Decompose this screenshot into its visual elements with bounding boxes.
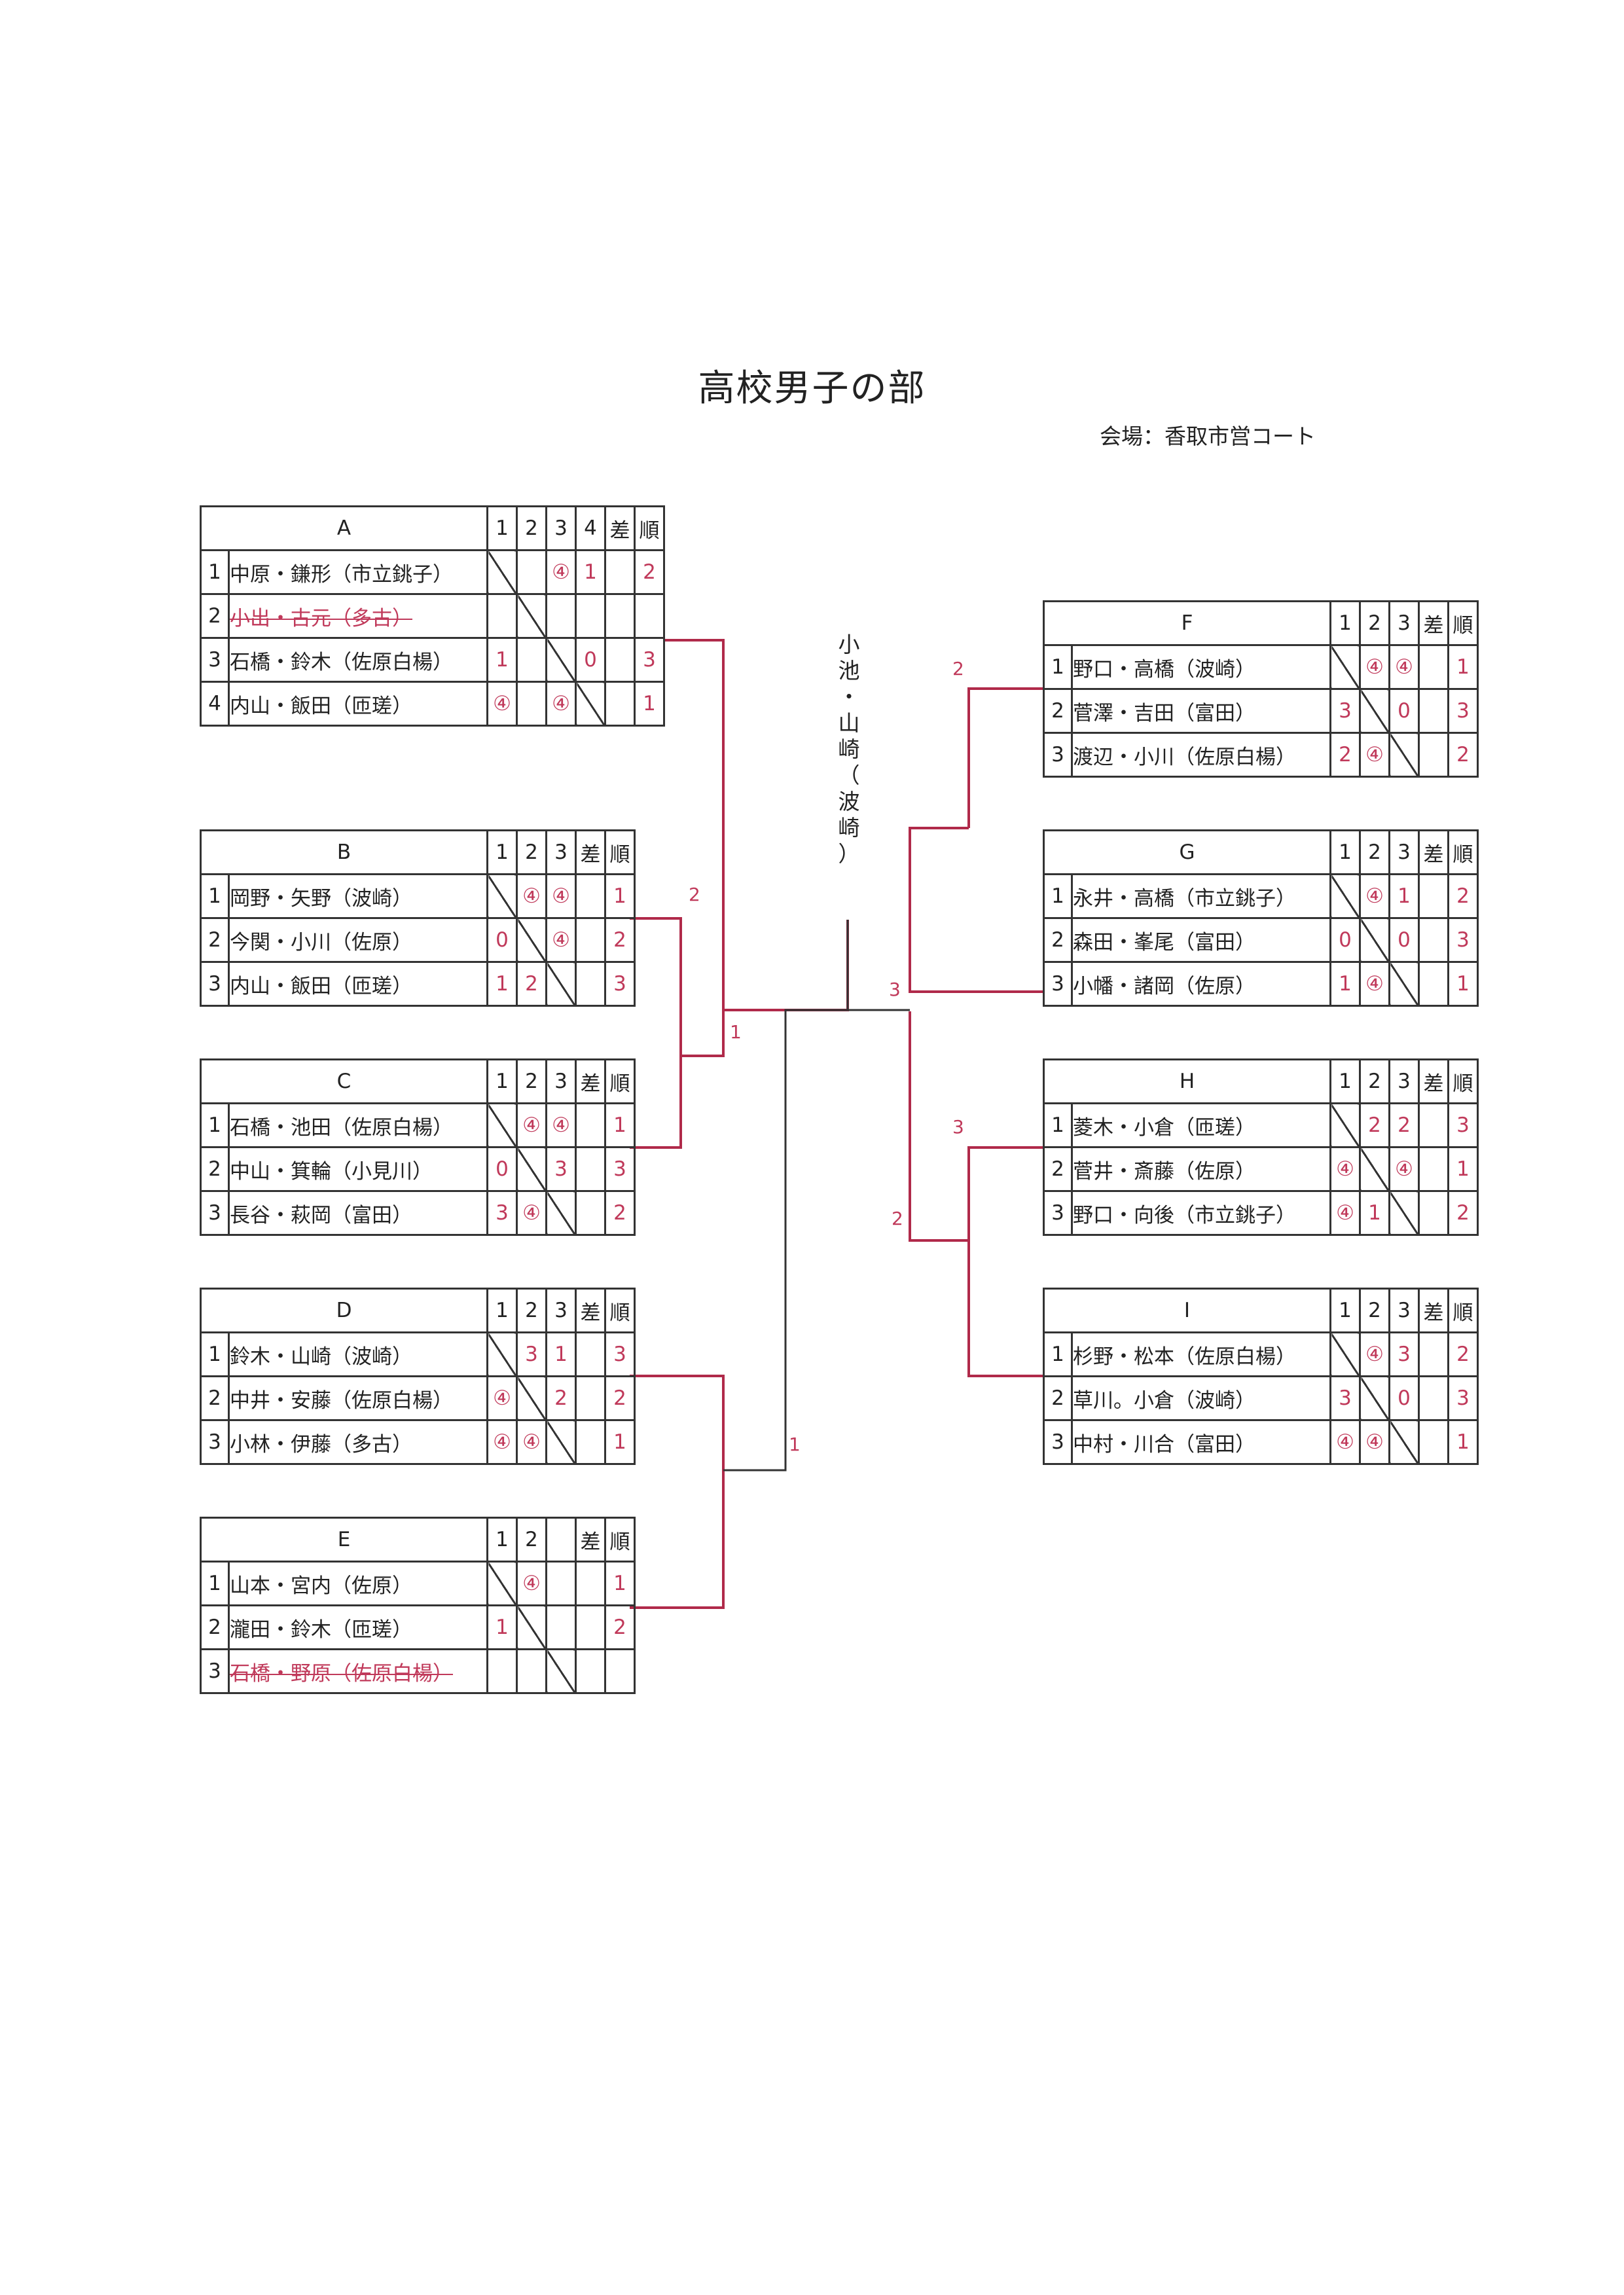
bracket-score-de: 1: [789, 1434, 801, 1455]
table-row: 2 森田・峯尾（富田） 0 0 3: [1043, 917, 1479, 963]
group-table-f: F 1 2 3 差 順 1 野口・高橋（波崎） ④ ④ 1 2 菅澤・吉田（富田…: [1043, 600, 1479, 778]
group-label: I: [1043, 1288, 1331, 1333]
table-row: 3 石橋・野原（佐原白楊）: [200, 1648, 636, 1694]
bracket-score-hi-bottom: 2: [892, 1208, 903, 1229]
table-row: 3 長谷・萩岡（富田） 3 ④ 2: [200, 1190, 636, 1236]
group-label: A: [200, 505, 488, 551]
pair-name: 菅井・斎藤（佐原）: [1071, 1146, 1331, 1192]
bracket-score-final: 3: [889, 979, 901, 1000]
bracket-line-abc: [722, 828, 849, 1011]
pair-name: 今関・小川（佐原）: [228, 917, 488, 963]
pair-name: 菅澤・吉田（富田）: [1071, 688, 1331, 734]
table-row: 2 菅澤・吉田（富田） 3 0 3: [1043, 688, 1479, 734]
pair-name: 渡辺・小川（佐原白楊）: [1071, 732, 1331, 778]
pair-name: 杉野・松本（佐原白楊）: [1071, 1331, 1331, 1377]
venue-label: 会場：香取市営コート: [1100, 424, 1316, 449]
table-row: 2 菅井・斎藤（佐原） ④ ④ 1: [1043, 1146, 1479, 1192]
bracket-line-e: [630, 1470, 725, 1609]
bracket-score-fg: 2: [952, 658, 964, 679]
group-label: F: [1043, 600, 1331, 646]
table-row: 1 杉野・松本（佐原白楊） ④ 3 2: [1043, 1331, 1479, 1377]
group-table-b: B 1 2 3 差 順 1 岡野・矢野（波崎） ④ ④ 1 2 今関・小川（佐原…: [200, 829, 636, 1007]
bracket-line-g: [909, 827, 1044, 993]
champion-label: 小池・ 山崎（ 波崎）: [838, 632, 860, 867]
bracket-line-c: [630, 1056, 682, 1149]
bracket-score-hi-top: 3: [952, 1116, 964, 1138]
pair-name: 石橋・鈴木（佐原白楊）: [228, 637, 488, 683]
table-row: 2 小出・古元（多古）: [200, 593, 665, 639]
bracket-score-abc: 1: [730, 1021, 742, 1043]
pair-name: 野口・高橋（波崎）: [1071, 644, 1331, 690]
pair-name: 中山・箕輪（小見川）: [228, 1146, 488, 1192]
pair-name: 小林・伊藤（多古）: [228, 1419, 488, 1465]
group-label: H: [1043, 1058, 1331, 1104]
table-row: 2 中山・箕輪（小見川） 0 3 3: [200, 1146, 636, 1192]
bracket-line-de: [723, 1009, 910, 1472]
bracket-line-d: [630, 1375, 725, 1470]
table-row: 1 菱木・小倉（匝瑳） 2 2 3: [1043, 1102, 1479, 1148]
table-row: 3 中村・川合（富田） ④ ④ 1: [1043, 1419, 1479, 1465]
group-table-i: I 1 2 3 差 順 1 杉野・松本（佐原白楊） ④ 3 2 2 草川。小倉（…: [1043, 1288, 1479, 1465]
table-row: 2 草川。小倉（波崎） 3 0 3: [1043, 1375, 1479, 1421]
table-row: 3 小林・伊藤（多古） ④ ④ 1: [200, 1419, 636, 1465]
group-table-a: A 1 2 3 4 差 順 1 中原・鎌形（市立銚子） ④ 1 2 2 小出・古…: [200, 505, 665, 727]
pair-name: 中井・安藤（佐原白楊）: [228, 1375, 488, 1421]
bracket-line-h: [967, 1146, 1044, 1240]
table-row: 2 今関・小川（佐原） 0 ④ 2: [200, 917, 636, 963]
pair-name: 菱木・小倉（匝瑳）: [1071, 1102, 1331, 1148]
group-table-c: C 1 2 3 差 順 1 石橋・池田（佐原白楊） ④ ④ 1 2 中山・箕輪（…: [200, 1058, 636, 1236]
pair-name: 草川。小倉（波崎）: [1071, 1375, 1331, 1421]
bracket-score-ab: 2: [689, 884, 700, 905]
group-label: C: [200, 1058, 488, 1104]
table-row: 1 山本・宮内（佐原） ④ 1: [200, 1561, 636, 1606]
pair-name: 山本・宮内（佐原）: [228, 1561, 488, 1606]
pair-name: 内山・飯田（匝瑳）: [228, 961, 488, 1007]
pair-name-withdrawn: 小出・古元（多古）: [228, 593, 488, 639]
group-table-e: E 1 2 差 順 1 山本・宮内（佐原） ④ 1 2 瀧田・鈴木（匝瑳） 1 …: [200, 1517, 636, 1694]
table-row: 4 内山・飯田（匝瑳） ④ ④ 1: [200, 681, 665, 727]
table-row: 3 野口・向後（市立銚子） ④ 1 2: [1043, 1190, 1479, 1236]
pair-name-withdrawn: 石橋・野原（佐原白楊）: [228, 1648, 488, 1694]
pair-name: 森田・峯尾（富田）: [1071, 917, 1331, 963]
pair-name: 岡野・矢野（波崎）: [228, 873, 488, 919]
pair-name: 石橋・池田（佐原白楊）: [228, 1102, 488, 1148]
table-row: 3 小幡・諸岡（佐原） 1 ④ 1: [1043, 961, 1479, 1007]
group-label: G: [1043, 829, 1331, 875]
bracket-line-a: [664, 639, 725, 828]
bracket-line-bc: [681, 828, 725, 1057]
group-table-g: G 1 2 3 差 順 1 永井・高橋（市立銚子） ④ 1 2 2 森田・峯尾（…: [1043, 829, 1479, 1007]
table-row: 3 石橋・鈴木（佐原白楊） 1 0 3: [200, 637, 665, 683]
pair-name: 長谷・萩岡（富田）: [228, 1190, 488, 1236]
pair-name: 内山・飯田（匝瑳）: [228, 681, 488, 727]
group-table-d: D 1 2 3 差 順 1 鈴木・山崎（波崎） 3 1 3 2 中井・安藤（佐原…: [200, 1288, 636, 1465]
table-row: 2 瀧田・鈴木（匝瑳） 1 2: [200, 1604, 636, 1650]
table-row: 2 中井・安藤（佐原白楊） ④ 2 2: [200, 1375, 636, 1421]
group-label: B: [200, 829, 488, 875]
table-row: 1 中原・鎌形（市立銚子） ④ 1 2: [200, 549, 665, 595]
group-table-h: H 1 2 3 差 順 1 菱木・小倉（匝瑳） 2 2 3 2 菅井・斎藤（佐原…: [1043, 1058, 1479, 1236]
table-row: 1 石橋・池田（佐原白楊） ④ ④ 1: [200, 1102, 636, 1148]
table-row: 1 野口・高橋（波崎） ④ ④ 1: [1043, 644, 1479, 690]
pair-name: 中村・川合（富田）: [1071, 1419, 1331, 1465]
table-row: 1 永井・高橋（市立銚子） ④ 1 2: [1043, 873, 1479, 919]
pair-name: 小幡・諸岡（佐原）: [1071, 961, 1331, 1007]
bracket-line-f: [967, 687, 1044, 828]
pair-name: 中原・鎌形（市立銚子）: [228, 549, 488, 595]
group-label: E: [200, 1517, 488, 1563]
table-row: 1 鈴木・山崎（波崎） 3 1 3: [200, 1331, 636, 1377]
group-label: D: [200, 1288, 488, 1333]
pair-name: 野口・向後（市立銚子）: [1071, 1190, 1331, 1236]
table-row: 3 内山・飯田（匝瑳） 1 2 3: [200, 961, 636, 1007]
pair-name: 瀧田・鈴木（匝瑳）: [228, 1604, 488, 1650]
table-row: 1 岡野・矢野（波崎） ④ ④ 1: [200, 873, 636, 919]
bracket-line-b: [630, 917, 682, 1056]
pair-name: 鈴木・山崎（波崎）: [228, 1331, 488, 1377]
table-row: 3 渡辺・小川（佐原白楊） 2 ④ 2: [1043, 732, 1479, 778]
pair-name: 永井・高橋（市立銚子）: [1071, 873, 1331, 919]
bracket-line-i: [909, 1011, 1044, 1377]
page-title: 高校男子の部: [698, 367, 926, 410]
